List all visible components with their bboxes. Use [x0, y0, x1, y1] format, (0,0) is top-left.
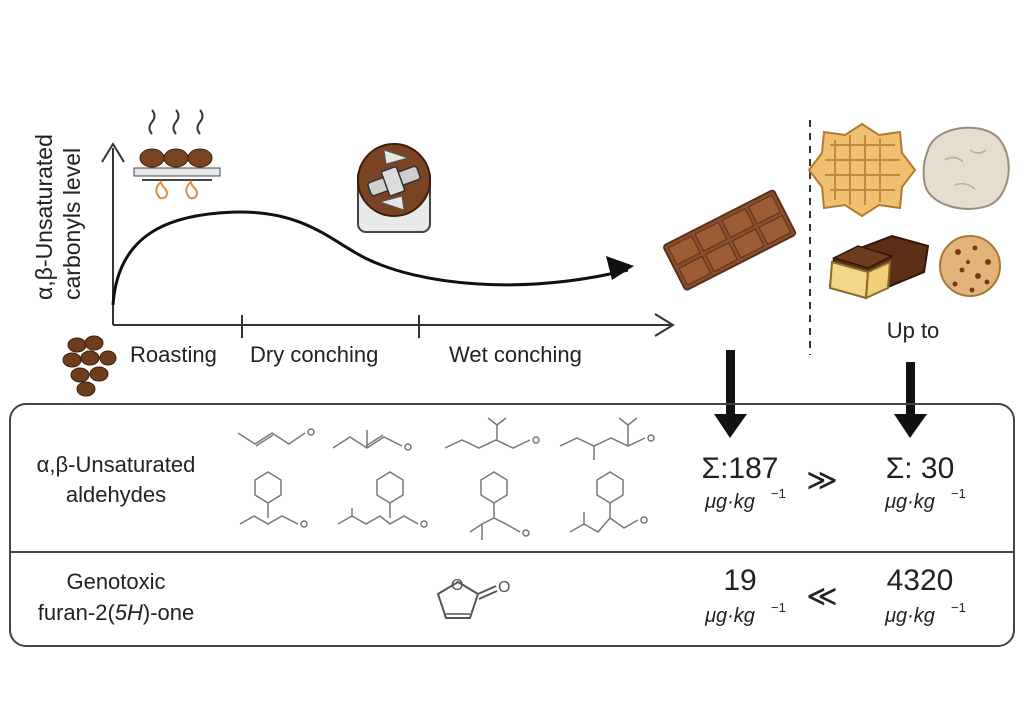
row2-label-line2-prefix: furan-2(	[38, 600, 116, 625]
row1-unit-products-base: μg·kg	[884, 491, 935, 513]
row2-unit-chocolate-exp: −1	[771, 600, 786, 615]
y-axis-label: α,β-Unsaturated carbonyls level	[31, 134, 85, 300]
row1-unit-chocolate: μg·kg −1	[704, 486, 786, 513]
trend-curve-arrow-head	[606, 256, 634, 280]
y-axis-arrow-head	[101, 142, 125, 163]
row2-unit-chocolate-base: μg·kg	[704, 605, 755, 627]
row2-label-line2-italic: 5H	[115, 600, 143, 625]
stage-label-wet-conching: Wet conching	[449, 342, 582, 367]
roasting-icon	[133, 109, 221, 200]
furanone-ring-oxygen: O	[451, 577, 463, 594]
x-axis-arrow-head	[654, 313, 675, 337]
cake-icon	[828, 234, 930, 300]
row2-relation-symbol: ≪	[806, 580, 837, 613]
row2-label-line1: Genotoxic	[66, 569, 165, 594]
row1-unit-chocolate-exp: −1	[771, 486, 786, 501]
row1-unit-chocolate-base: μg·kg	[704, 491, 755, 513]
down-arrow-chocolate	[714, 350, 747, 438]
up-to-label: Up to	[887, 318, 940, 343]
conche-icon	[357, 143, 431, 233]
aldehyde-structures	[237, 417, 655, 460]
row1-label-line1: α,β-Unsaturated	[37, 452, 196, 477]
row2-value-products: 4320	[887, 564, 954, 597]
trend-curve	[111, 210, 629, 306]
y-axis-label-line2: carbonyls level	[59, 148, 85, 300]
row1-label-line2: aldehydes	[66, 482, 166, 507]
row1-unit-products: μg·kg −1	[884, 486, 966, 513]
row2-unit-products-exp: −1	[951, 600, 966, 615]
phenyl-aldehyde-structures	[239, 471, 648, 540]
down-arrow-products	[894, 362, 927, 438]
furanone-structure	[436, 580, 498, 619]
row1-relation-symbol: ≫	[806, 464, 837, 497]
row1-unit-products-exp: −1	[951, 486, 966, 501]
row2-label-line2: furan-2(5H)-one	[38, 600, 195, 625]
cookie-icon	[939, 235, 1001, 297]
row1-value-chocolate: Σ:187	[702, 452, 779, 485]
chocolate-bar-icon	[663, 189, 797, 291]
bread-icon	[922, 126, 1010, 210]
y-axis-label-line1: α,β-Unsaturated	[31, 134, 57, 300]
stage-label-dry-conching: Dry conching	[250, 342, 378, 367]
row2-unit-products: μg·kg −1	[884, 600, 966, 627]
cocoa-beans-icon	[62, 335, 117, 397]
furanone-carbonyl-oxygen: O	[498, 579, 510, 596]
row2-value-chocolate: 19	[723, 564, 756, 597]
row1-value-products: Σ: 30	[886, 452, 955, 485]
results-table-box	[9, 403, 1015, 647]
row2-label-line2-suffix: )-one	[143, 600, 194, 625]
stage-label-roasting: Roasting	[130, 342, 217, 367]
waffle-icon	[807, 122, 917, 218]
row2-unit-chocolate: μg·kg −1	[704, 600, 786, 627]
row2-unit-products-base: μg·kg	[884, 605, 935, 627]
